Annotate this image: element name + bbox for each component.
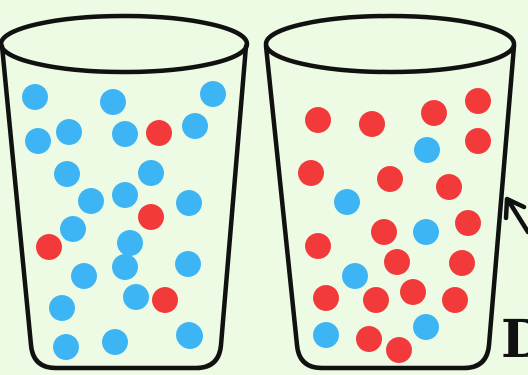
blue-particle — [413, 219, 439, 245]
blue-particle — [100, 89, 126, 115]
blue-particle — [53, 334, 79, 360]
blue-particle — [413, 314, 439, 340]
blue-particle — [112, 254, 138, 280]
blue-particle — [313, 322, 339, 348]
left-cup — [1, 16, 247, 368]
red-particle — [442, 287, 468, 313]
blue-particle — [112, 182, 138, 208]
blue-particle — [54, 161, 80, 187]
red-particle — [449, 250, 475, 276]
red-particle — [356, 326, 382, 352]
blue-particle — [71, 263, 97, 289]
blue-particle — [414, 137, 440, 163]
red-particle — [359, 111, 385, 137]
blue-particle — [22, 84, 48, 110]
red-particle — [298, 160, 324, 186]
right-cup — [266, 16, 514, 368]
blue-particle — [60, 216, 86, 242]
red-particle — [436, 174, 462, 200]
red-particle — [152, 287, 178, 313]
blue-particle — [176, 190, 202, 216]
blue-particle — [25, 128, 51, 154]
blue-particle — [177, 323, 203, 349]
red-particle — [305, 107, 331, 133]
red-particle — [138, 204, 164, 230]
red-particle — [305, 233, 331, 259]
blue-particle — [200, 81, 226, 107]
blue-particle — [138, 160, 164, 186]
blue-particle — [117, 230, 143, 256]
red-particle — [313, 285, 339, 311]
red-particle — [146, 120, 172, 146]
blue-particle — [175, 251, 201, 277]
red-particle — [455, 210, 481, 236]
right-cup-particles — [298, 88, 491, 363]
red-particle — [421, 100, 447, 126]
option-label: D — [501, 309, 528, 370]
arrow-pointing-left-up-icon — [506, 199, 528, 232]
red-particle — [386, 337, 412, 363]
red-particle — [465, 88, 491, 114]
left-cup-particles — [22, 81, 226, 360]
red-particle — [400, 279, 426, 305]
red-particle — [363, 287, 389, 313]
blue-particle — [123, 284, 149, 310]
blue-particle — [102, 329, 128, 355]
blue-particle — [49, 295, 75, 321]
blue-particle — [342, 263, 368, 289]
red-particle — [377, 166, 403, 192]
left-cup-rim — [1, 16, 247, 72]
red-particle — [384, 249, 410, 275]
blue-particle — [78, 188, 104, 214]
blue-particle — [182, 113, 208, 139]
right-cup-rim — [266, 16, 514, 72]
red-particle — [465, 128, 491, 154]
blue-particle — [334, 189, 360, 215]
blue-particle — [112, 121, 138, 147]
red-particle — [371, 219, 397, 245]
blue-particle — [56, 119, 82, 145]
red-particle — [36, 234, 62, 260]
